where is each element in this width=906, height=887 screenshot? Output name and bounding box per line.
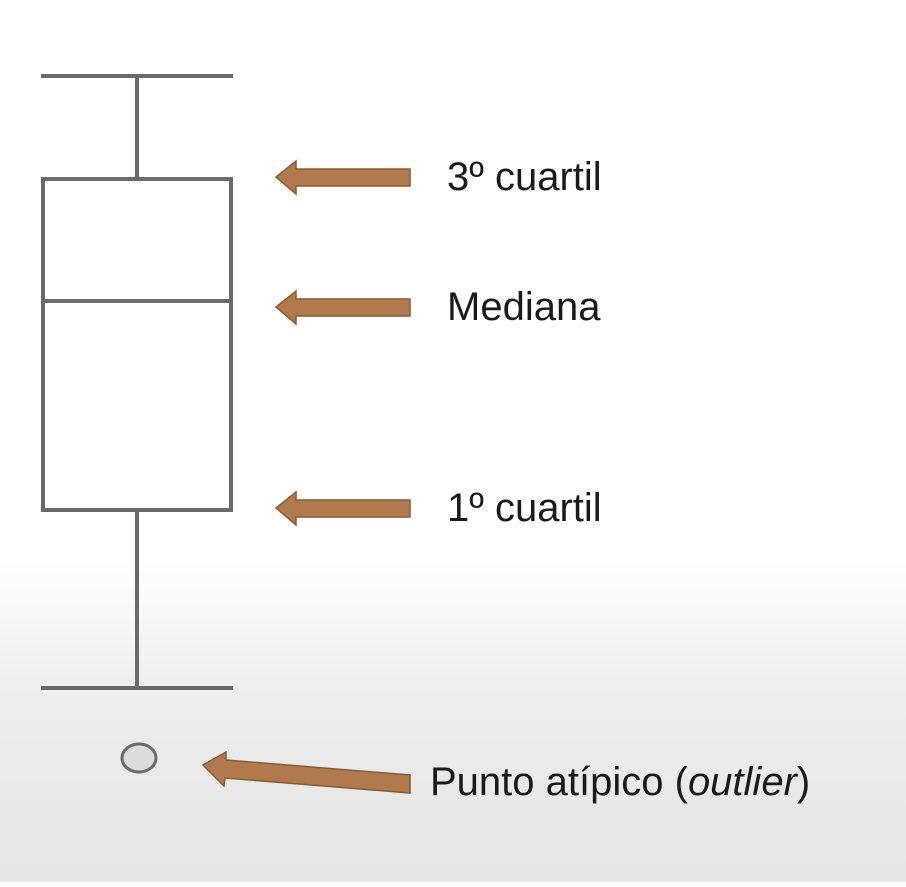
outlier-point	[120, 742, 158, 774]
label-outlier-suffix: )	[797, 760, 810, 804]
label-outlier-prefix: Punto atípico (	[430, 760, 689, 804]
interquartile-box	[41, 177, 233, 512]
label-third-quartile: 3º cuartil	[447, 155, 602, 199]
arrow-first-quartile-icon	[274, 490, 411, 527]
label-median: Mediana	[447, 285, 601, 329]
arrow-third-quartile-icon	[274, 159, 411, 196]
label-first-quartile: 1º cuartil	[447, 486, 602, 530]
arrow-outlier-icon	[201, 750, 411, 794]
arrow-median-icon	[274, 289, 411, 326]
label-outlier: Punto atípico (outlier)	[430, 760, 810, 804]
label-outlier-term: outlier	[688, 760, 799, 804]
